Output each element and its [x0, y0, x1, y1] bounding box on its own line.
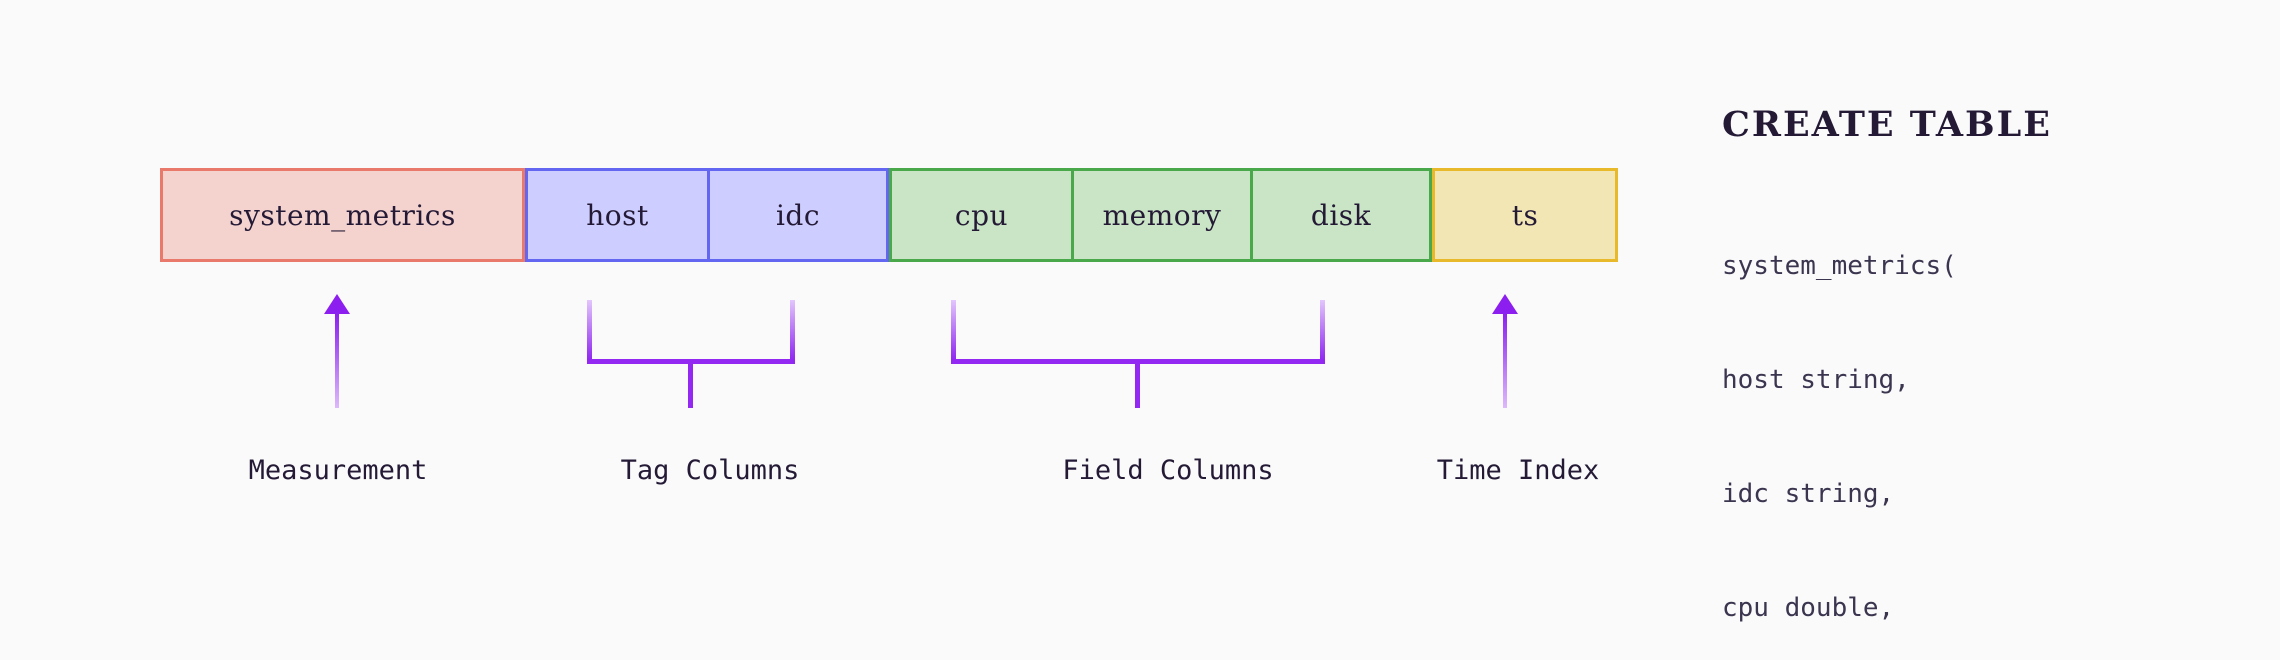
schema-cell-disk[interactable]: disk [1250, 171, 1429, 259]
sql-line: idc string, [1722, 475, 2242, 513]
bracket-left-arm [587, 300, 592, 364]
schema-cell-system-metrics[interactable]: system_metrics [163, 171, 522, 259]
caption-measurement: Measurement [248, 455, 428, 486]
sql-line: host string, [1722, 361, 2242, 399]
sql-text-plain: cpu double, [1722, 593, 1895, 623]
sql-text-plain: system_metrics( [1722, 251, 1957, 281]
sql-line: system_metrics( [1722, 247, 2242, 285]
sql-line: cpu double, [1722, 589, 2242, 627]
bracket-stem [1135, 359, 1140, 408]
bracket-right-arm [790, 300, 795, 364]
caption-tag-columns: Tag Columns [620, 455, 800, 486]
schema-cell-ts[interactable]: ts [1435, 171, 1615, 259]
arrow-stem [335, 312, 339, 408]
schema-group-field-columns: cpu memory disk [889, 168, 1432, 262]
caption-time-index: Time Index [1436, 455, 1600, 486]
schema-cell-label: idc [775, 198, 821, 232]
sql-body: system_metrics( host string, idc string,… [1722, 171, 2242, 660]
schema-bar: system_metrics host idc cpu memory disk [160, 168, 1618, 262]
schema-cell-idc[interactable]: idc [707, 171, 886, 259]
caption-field-columns: Field Columns [1062, 455, 1274, 486]
bracket-left-arm [951, 300, 956, 364]
schema-cell-label: system_metrics [229, 198, 456, 232]
bracket-right-arm [1320, 300, 1325, 364]
schema-group-time-index: ts [1432, 168, 1618, 262]
schema-cell-label: disk [1310, 198, 1372, 232]
schema-cell-label: cpu [954, 198, 1009, 232]
schema-cell-label: host [586, 198, 649, 232]
schema-cell-cpu[interactable]: cpu [892, 171, 1071, 259]
arrow-head-icon [1492, 294, 1518, 314]
schema-cell-host[interactable]: host [528, 171, 707, 259]
bracket-stem [688, 359, 693, 408]
sql-text-plain: host string, [1722, 365, 1910, 395]
schema-group-tag-columns: host idc [525, 168, 889, 262]
arrow-head-icon [324, 294, 350, 314]
schema-cell-memory[interactable]: memory [1071, 171, 1250, 259]
schema-cell-label: memory [1102, 198, 1222, 232]
sql-title: CREATE TABLE [1722, 104, 2052, 145]
arrow-stem [1503, 312, 1507, 408]
schema-group-measurement: system_metrics [160, 168, 525, 262]
sql-text-plain: idc string, [1722, 479, 1895, 509]
schema-cell-label: ts [1511, 198, 1539, 232]
sql-panel: CREATE TABLE system_metrics( host string… [1722, 104, 2242, 660]
